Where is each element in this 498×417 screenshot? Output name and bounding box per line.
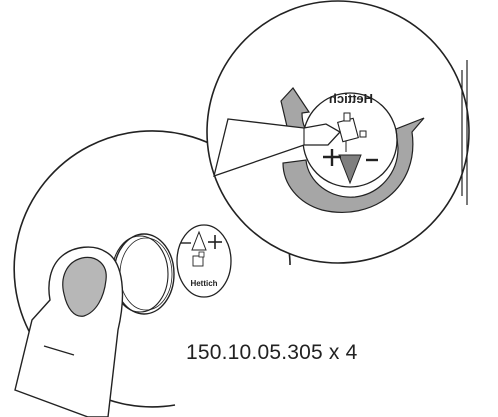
- plus-minus-indicator: [323, 149, 378, 166]
- finger-icon: [14, 246, 124, 417]
- down-arrow-icon: [338, 154, 362, 185]
- cam-label-disk: Hettich: [176, 224, 232, 298]
- fingertip-nail: [62, 256, 107, 317]
- coin-battery-icon: [111, 233, 175, 315]
- rotation-arrow-icon: [282, 117, 425, 213]
- brand-mark-large: Hettich: [329, 91, 373, 106]
- brand-mark-small: Hettich: [190, 279, 217, 288]
- screwdriver-icon: [213, 118, 342, 178]
- part-number-label: 150.10.05.305 x 4: [186, 341, 358, 364]
- adjustment-cam-icon: [302, 92, 398, 188]
